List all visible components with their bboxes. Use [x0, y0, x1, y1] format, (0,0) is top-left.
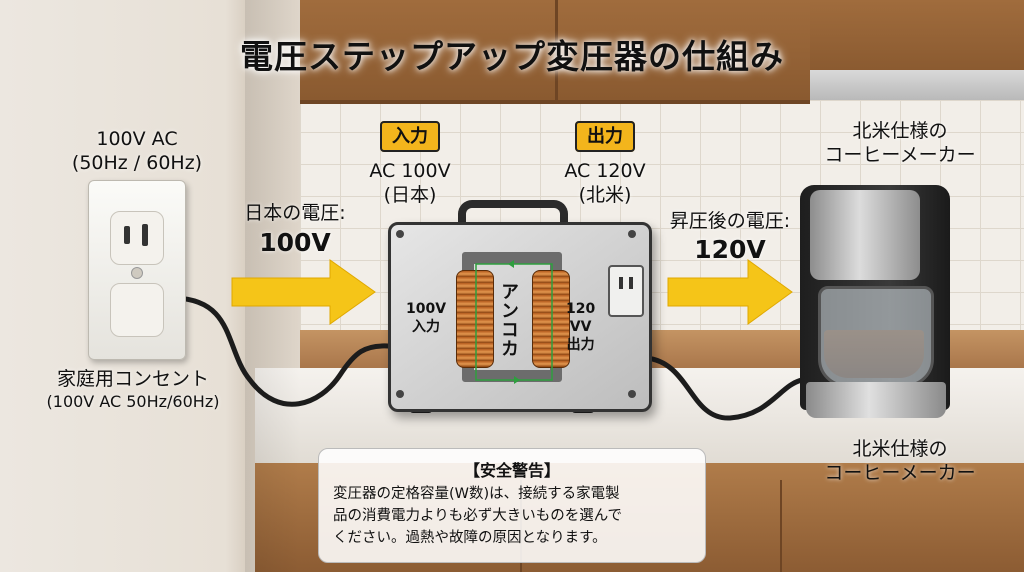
screw: [396, 230, 404, 238]
output-spec-line1: AC 120V: [564, 160, 646, 182]
warning-line2: 品の消費電力よりも必ず大きいものを選んで: [333, 507, 622, 524]
transformer-output-socket: [608, 265, 644, 317]
outlet-spec-label: 100V AC (50Hz / 60Hz): [62, 128, 212, 176]
appliance-bottom-line1: 北米仕様の: [852, 438, 948, 460]
output-badge: 出力: [575, 121, 635, 152]
coffee-maker-base: [806, 382, 946, 418]
outlet-spec-line1: 100V AC: [96, 128, 178, 150]
output-spec-line2: (北米): [578, 183, 632, 206]
page-title: 電圧ステップアップ変圧器の仕組み: [240, 37, 784, 76]
secondary-coil-label-line1: 120: [566, 301, 596, 317]
output-cable: [643, 355, 805, 421]
input-section: 入力: [370, 121, 450, 152]
input-voltage-label: 日本の電圧:: [244, 202, 346, 224]
appliance-bottom-label: 北米仕様の コーヒーメーカー: [800, 438, 1000, 486]
appliance-top-line2: コーヒーメーカー: [824, 143, 976, 166]
outlet-caption-line1: 家庭用コンセント: [56, 368, 209, 390]
screw: [628, 230, 636, 238]
screw: [628, 390, 636, 398]
secondary-coil-label-line2: VV: [569, 319, 592, 336]
primary-coil-label-line1: 100V: [406, 301, 447, 317]
outlet-caption-line2: (100V AC 50Hz/60Hz): [46, 391, 220, 411]
input-arrow: [231, 259, 376, 325]
safety-warning-box: 【安全警告】 変圧器の定格容量(W数)は、接続する家電製 品の消費電力よりも必ず…: [318, 448, 706, 563]
input-spec-line2: (日本): [383, 183, 437, 206]
outlet-screw: [131, 267, 143, 279]
primary-coil-label-line2: 入力: [412, 319, 441, 336]
flux-arrows: [475, 260, 553, 384]
secondary-coil-label-line3: 出力: [566, 337, 595, 354]
range-hood: [810, 70, 1024, 100]
appliance-top-label: 北米仕様の コーヒーメーカー: [800, 120, 1000, 168]
output-section: 出力: [565, 121, 645, 152]
outlet-spec-line2: (50Hz / 60Hz): [71, 151, 203, 174]
warning-line3: ください。過熱や故障の原因となります。: [333, 529, 607, 546]
coffee-pot: [818, 286, 934, 387]
output-arrow: [667, 259, 793, 325]
input-badge: 入力: [380, 121, 440, 152]
socket-slot: [619, 277, 623, 289]
secondary-coil-label: 120 VV 出力: [566, 300, 595, 355]
appliance-top-line1: 北米仕様の: [852, 120, 948, 142]
outlet-socket-top: [110, 211, 164, 265]
transformer-handle: [458, 200, 568, 232]
outlet-socket-bottom: [110, 283, 164, 337]
outlet-caption: 家庭用コンセント (100V AC 50Hz/60Hz): [18, 368, 248, 412]
output-spec: AC 120V (北米): [530, 160, 680, 208]
socket-slot: [629, 277, 633, 289]
primary-coil: [456, 270, 494, 368]
socket-slot: [142, 224, 148, 246]
warning-line1: 変圧器の定格容量(W数)は、接続する家電製: [333, 486, 620, 502]
warning-body: 変圧器の定格容量(W数)は、接続する家電製 品の消費電力よりも必ず大きいものを選…: [333, 484, 691, 549]
input-spec-line1: AC 100V: [369, 160, 451, 182]
appliance-bottom-line2: コーヒーメーカー: [824, 461, 976, 484]
socket-slot: [124, 226, 130, 244]
input-spec: AC 100V (日本): [335, 160, 485, 208]
core-label: アンコカ: [498, 282, 519, 358]
cabinet-divider: [555, 0, 558, 100]
input-voltage-value: 100V: [259, 228, 331, 257]
output-voltage-value: 120V: [694, 235, 766, 264]
wall-outlet: [88, 180, 186, 360]
input-cable: [172, 295, 391, 407]
primary-coil-label: 100V 入力: [406, 300, 446, 336]
warning-title: 【安全警告】: [463, 461, 560, 480]
cabinet-door-line: [780, 480, 782, 572]
upper-cabinet-right: [810, 0, 1024, 72]
screw: [396, 390, 404, 398]
secondary-coil: [532, 270, 570, 368]
output-voltage-label: 昇圧後の電圧:: [669, 210, 791, 232]
coffee-maker-tank: [810, 190, 920, 280]
